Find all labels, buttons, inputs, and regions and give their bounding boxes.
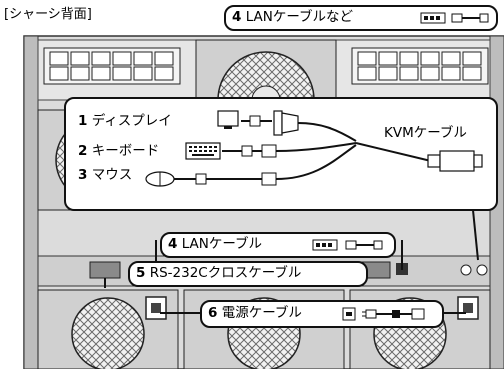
callout-number: 4 bbox=[232, 9, 242, 25]
lan-cable-icon bbox=[420, 12, 489, 24]
psu-left bbox=[37, 289, 179, 369]
keyboard-label: キーボード bbox=[91, 143, 160, 159]
callout-number: 1 bbox=[78, 113, 88, 129]
callout-number: 3 bbox=[78, 167, 88, 183]
callout-rs232c: 5 RS-232Cクロスケーブル bbox=[128, 261, 368, 287]
display-label: ディスプレイ bbox=[91, 113, 172, 129]
left-rail bbox=[23, 35, 39, 369]
kvm-connector-icon bbox=[427, 150, 483, 172]
callout-label: 電源ケーブル bbox=[221, 305, 302, 321]
lan-switch-right bbox=[351, 47, 489, 85]
lan-cable-icon bbox=[312, 239, 383, 251]
keyboard-icon bbox=[185, 142, 277, 160]
callout-lan-mid: 4 LANケーブル bbox=[160, 232, 396, 258]
kvm-cable-label: KVMケーブル bbox=[384, 125, 467, 141]
diagram-title: [シャーシ背面] bbox=[4, 7, 92, 22]
kvm-cable-illustration bbox=[145, 110, 483, 187]
mouse-icon bbox=[145, 171, 277, 187]
monitor-icon bbox=[217, 110, 272, 129]
callout-number: 4 bbox=[168, 236, 178, 252]
callout-label: LANケーブルなど bbox=[245, 9, 354, 25]
callout-number: 5 bbox=[136, 265, 146, 281]
callout-label: RS-232Cクロスケーブル bbox=[149, 265, 302, 281]
callout-number: 2 bbox=[78, 143, 88, 159]
mouse-label: マウス bbox=[91, 167, 133, 183]
callout-kvm-group: 1 ディスプレイ 2 キーボード 3 マウス KVMケーブル bbox=[64, 97, 498, 211]
callout-number: 6 bbox=[208, 305, 218, 321]
power-cable-icon bbox=[342, 307, 425, 321]
callout-power: 6 電源ケーブル bbox=[200, 300, 444, 328]
callout-lan-top: 4 LANケーブルなど bbox=[224, 5, 498, 31]
callout-label: LANケーブル bbox=[181, 236, 263, 252]
lan-switch-left bbox=[43, 47, 181, 85]
rs232c-port-left bbox=[89, 261, 121, 279]
vga-connector-icon bbox=[273, 110, 299, 136]
